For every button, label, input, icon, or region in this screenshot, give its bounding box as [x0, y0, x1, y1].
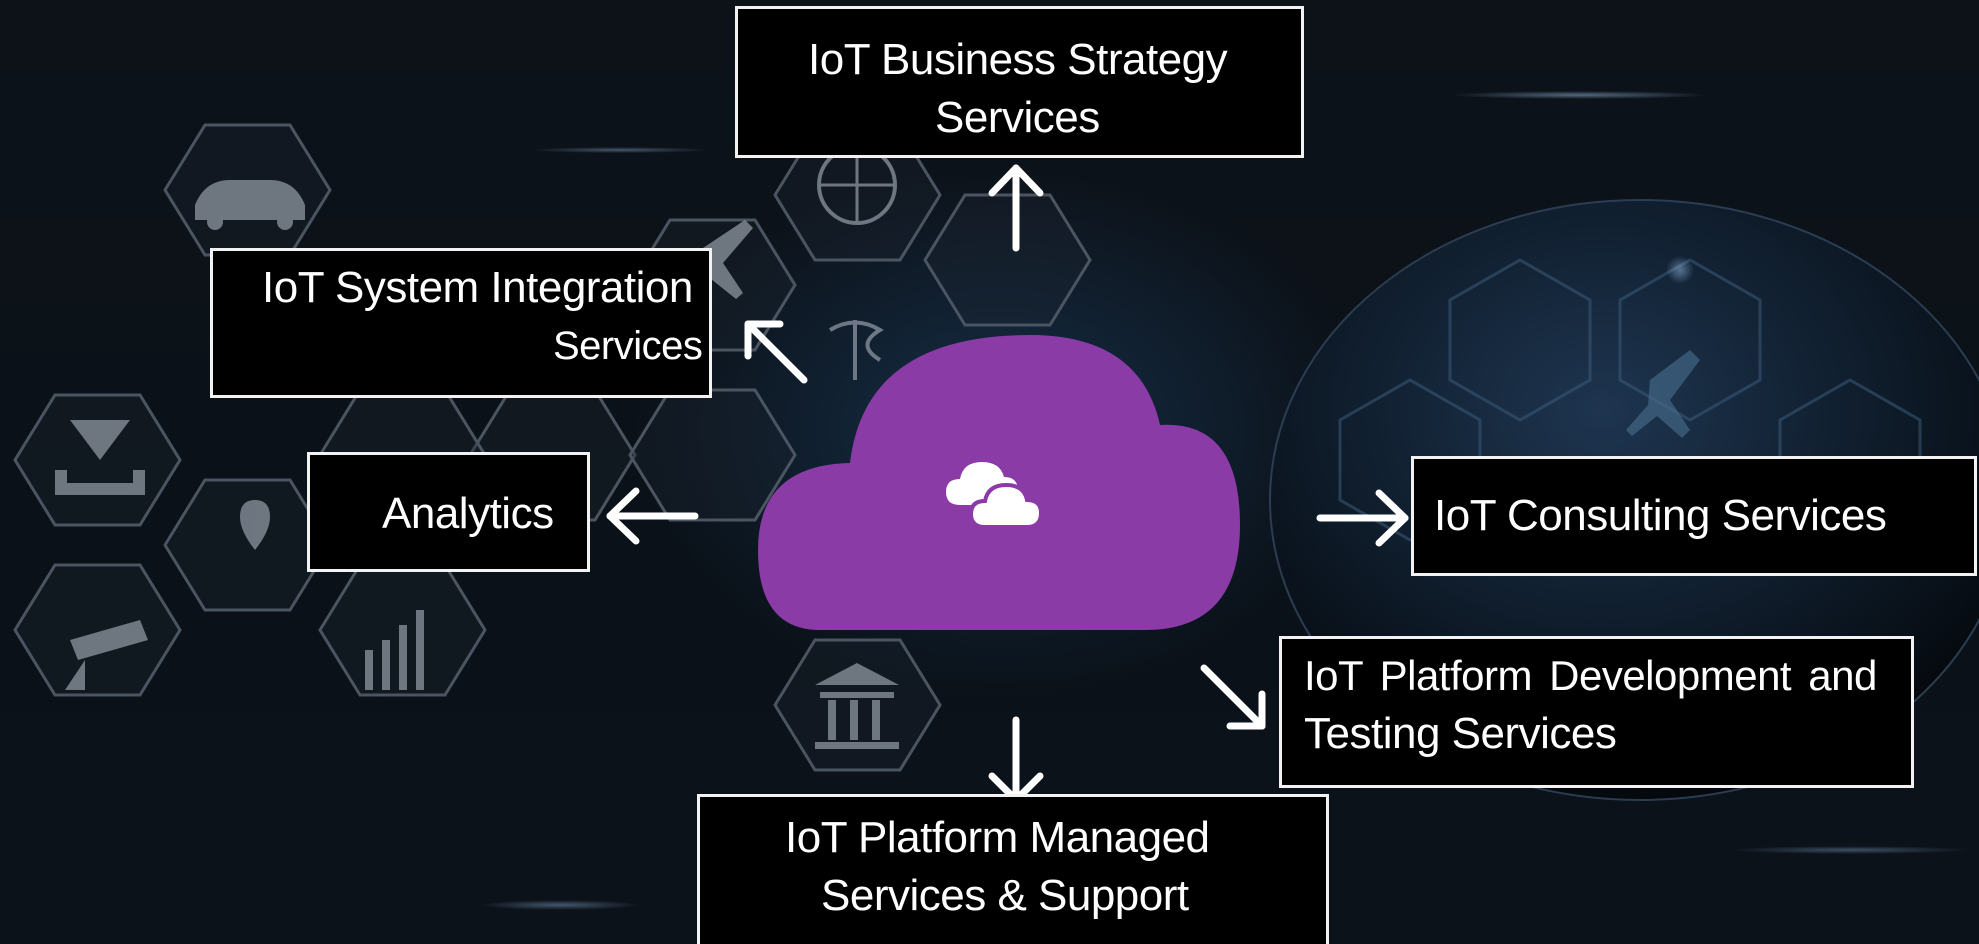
bar-chart-icon — [365, 610, 424, 690]
system-integration-line2: Services — [553, 324, 703, 368]
caduceus-icon — [828, 320, 884, 380]
consulting-label: IoT Consulting Services — [1434, 491, 1887, 540]
box-consulting: IoT Consulting Services — [1411, 456, 1977, 576]
map-pin-icon — [240, 500, 270, 550]
box-business-strategy: IoT Business Strategy Services — [735, 6, 1304, 158]
download-icon — [55, 420, 145, 495]
box-platform-development: IoT Platform Development and Testing Ser… — [1279, 636, 1914, 788]
box-managed-services: IoT Platform Managed Services & Support — [697, 794, 1329, 944]
business-strategy-line2: Services — [935, 93, 1100, 142]
business-strategy-line1: IoT Business Strategy — [808, 35, 1228, 84]
analytics-label: Analytics — [382, 489, 554, 538]
cloud-icon — [946, 462, 1044, 529]
car-icon — [195, 180, 305, 220]
box-system-integration: IoT System Integration Services — [210, 248, 712, 398]
system-integration-line1: IoT System Integration — [262, 263, 693, 312]
cctv-camera-icon — [65, 620, 148, 690]
platform-development-line1: IoT Platform Development and — [1304, 652, 1877, 699]
managed-services-line1: IoT Platform Managed — [785, 813, 1210, 862]
managed-services-line2: Services & Support — [821, 871, 1189, 920]
airplane-icon — [1626, 350, 1700, 438]
bank-icon — [815, 663, 899, 749]
platform-development-line2: Testing Services — [1304, 709, 1617, 758]
box-analytics: Analytics — [307, 452, 590, 572]
